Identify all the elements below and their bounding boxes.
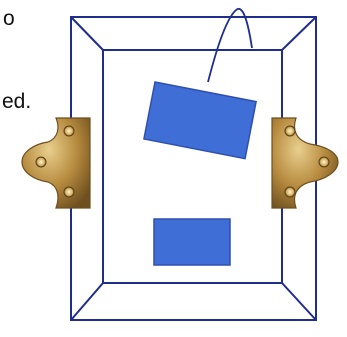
lower-picture-block [154, 219, 230, 265]
clipped-text-middle: ed. [2, 91, 31, 112]
brass-hinge-icon [22, 118, 90, 208]
clipped-text-top: o [3, 8, 15, 29]
